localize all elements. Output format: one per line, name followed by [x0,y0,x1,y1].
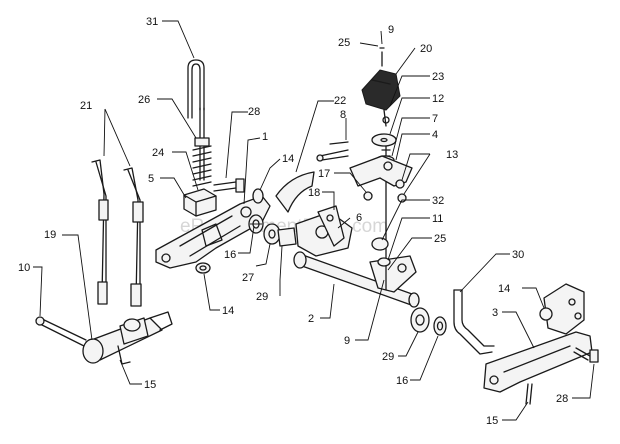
callout-15: 15 [144,379,156,391]
callout-16: 16 [396,375,408,387]
callout-25: 25 [338,37,350,49]
callout-28: 28 [248,106,260,118]
part-nuts [395,179,407,203]
callout-14: 14 [498,283,510,295]
callout-1: 1 [262,131,268,143]
callout-31: 31 [146,16,158,28]
part-spring [192,137,212,187]
callout-3: 3 [492,307,498,319]
callout-32: 32 [432,195,444,207]
callout-labels: 31 9 25 20 21 26 28 22 23 12 8 7 1 24 14… [18,16,568,427]
leader-lines [33,20,595,421]
callout-14: 14 [282,153,294,165]
callout-29: 29 [382,351,394,363]
part-lift-bracket [155,195,271,269]
callout-17: 17 [318,168,330,180]
callout-12: 12 [432,93,444,105]
part-bolt-upper [213,178,245,193]
part-spring-block [183,188,217,217]
part-cotter-pin [525,383,533,405]
callout-24: 24 [152,147,164,159]
callout-26: 26 [138,94,150,106]
callout-25: 25 [434,233,446,245]
callout-8: 8 [340,109,346,121]
part-curved-shield [275,171,315,213]
callout-5: 5 [148,173,154,185]
callout-16: 16 [224,249,236,261]
callout-27: 27 [242,272,254,284]
callout-4: 4 [432,129,438,141]
part-right-hub [539,283,585,335]
callout-29: 29 [256,291,268,303]
callout-7: 7 [432,113,438,125]
callout-10: 10 [18,262,30,274]
part-lift-rod-u [187,59,205,181]
part-bushing-set-right [410,307,447,336]
callout-22: 22 [334,95,346,107]
part-actuator-cylinder [82,311,173,365]
part-washer-lower [195,262,211,274]
part-rod-collar [371,237,391,267]
part-cables [91,159,144,307]
part-pivot-arm [317,205,345,247]
callout-20: 20 [420,43,432,55]
callout-19: 19 [44,229,56,241]
callout-6: 6 [356,212,362,224]
part-bolts [316,141,349,162]
callout-21: 21 [80,100,92,112]
callout-9: 9 [388,24,394,36]
callout-23: 23 [432,71,444,83]
callout-30: 30 [512,249,524,261]
callout-15: 15 [486,415,498,427]
callout-13: 13 [446,149,458,161]
callout-9: 9 [344,335,350,347]
callout-18: 18 [308,187,320,199]
part-screw-top [379,47,385,67]
part-knob [361,69,401,111]
part-right-lift-arm [483,331,593,393]
part-handle [453,289,495,355]
callout-2: 2 [308,313,314,325]
part-small-nut [363,191,373,201]
callout-28: 28 [556,393,568,405]
part-pin [35,316,87,347]
callout-11: 11 [432,213,443,225]
callout-14: 14 [222,305,234,317]
part-bolt-right [573,347,599,363]
